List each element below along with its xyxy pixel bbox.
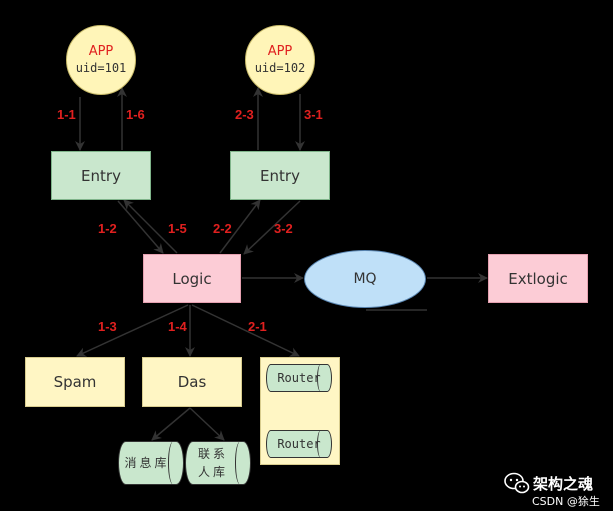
- edge-label-2-3: 2-3: [235, 107, 254, 122]
- mq-node: MQ: [304, 250, 426, 308]
- edge-label-3-1: 3-1: [304, 107, 323, 122]
- edge-label-1-2: 1-2: [98, 221, 117, 236]
- edge-das-msgdb: [151, 407, 191, 441]
- edge-1-3: [76, 304, 189, 357]
- entry-node-left: Entry: [51, 151, 151, 200]
- app-title: APP: [267, 44, 293, 59]
- edge-label-2-1: 2-1: [248, 319, 267, 334]
- logic-node: Logic: [143, 254, 241, 303]
- mq-label: MQ: [353, 271, 377, 287]
- edge-label-1-6: 1-6: [126, 107, 145, 122]
- message-db: 消息库: [118, 441, 184, 485]
- router-label: Router: [277, 437, 321, 451]
- edge-2-1: [191, 304, 300, 357]
- app-uid: uid=102: [254, 61, 306, 75]
- edge-3-2: [243, 200, 301, 255]
- edge-label-3-2: 3-2: [274, 221, 293, 236]
- spam-label: Spam: [53, 373, 97, 391]
- contacts-db-label: 联系 人库: [197, 447, 228, 479]
- edge-2-2: [219, 199, 261, 254]
- app-client-102: APP uid=102: [245, 25, 315, 95]
- das-node: Das: [142, 357, 242, 407]
- app-client-101: APP uid=101: [66, 25, 136, 95]
- entry-node-right: Entry: [230, 151, 330, 200]
- contacts-db: 联系 人库: [185, 441, 251, 485]
- entry-label: Entry: [260, 166, 300, 185]
- message-db-label: 消息库: [124, 456, 170, 470]
- edge-label-1-4: 1-4: [168, 319, 187, 334]
- edge-label-1-1: 1-1: [57, 107, 76, 122]
- edge-label-2-2: 2-2: [213, 221, 232, 236]
- edge-label-1-5: 1-5: [168, 221, 187, 236]
- edge-das-contactdb: [189, 407, 225, 441]
- app-uid: uid=101: [75, 61, 127, 75]
- extlogic-node: Extlogic: [488, 254, 588, 303]
- edge-1-5: [123, 199, 178, 254]
- router-bottom: Router: [266, 430, 332, 458]
- extlogic-label: Extlogic: [508, 269, 568, 288]
- spam-node: Spam: [25, 357, 125, 407]
- wechat-icon: [504, 472, 530, 494]
- entry-label: Entry: [81, 166, 121, 185]
- watermark-caption: CSDN @狳生: [532, 495, 600, 508]
- watermark-brand: 架构之魂: [533, 475, 594, 493]
- das-label: Das: [177, 373, 207, 391]
- logic-label: Logic: [172, 269, 212, 288]
- app-title: APP: [88, 44, 114, 59]
- edge-label-1-3: 1-3: [98, 319, 117, 334]
- edge-1-2: [117, 200, 164, 254]
- router-label: Router: [277, 371, 321, 385]
- router-top: Router: [266, 364, 332, 392]
